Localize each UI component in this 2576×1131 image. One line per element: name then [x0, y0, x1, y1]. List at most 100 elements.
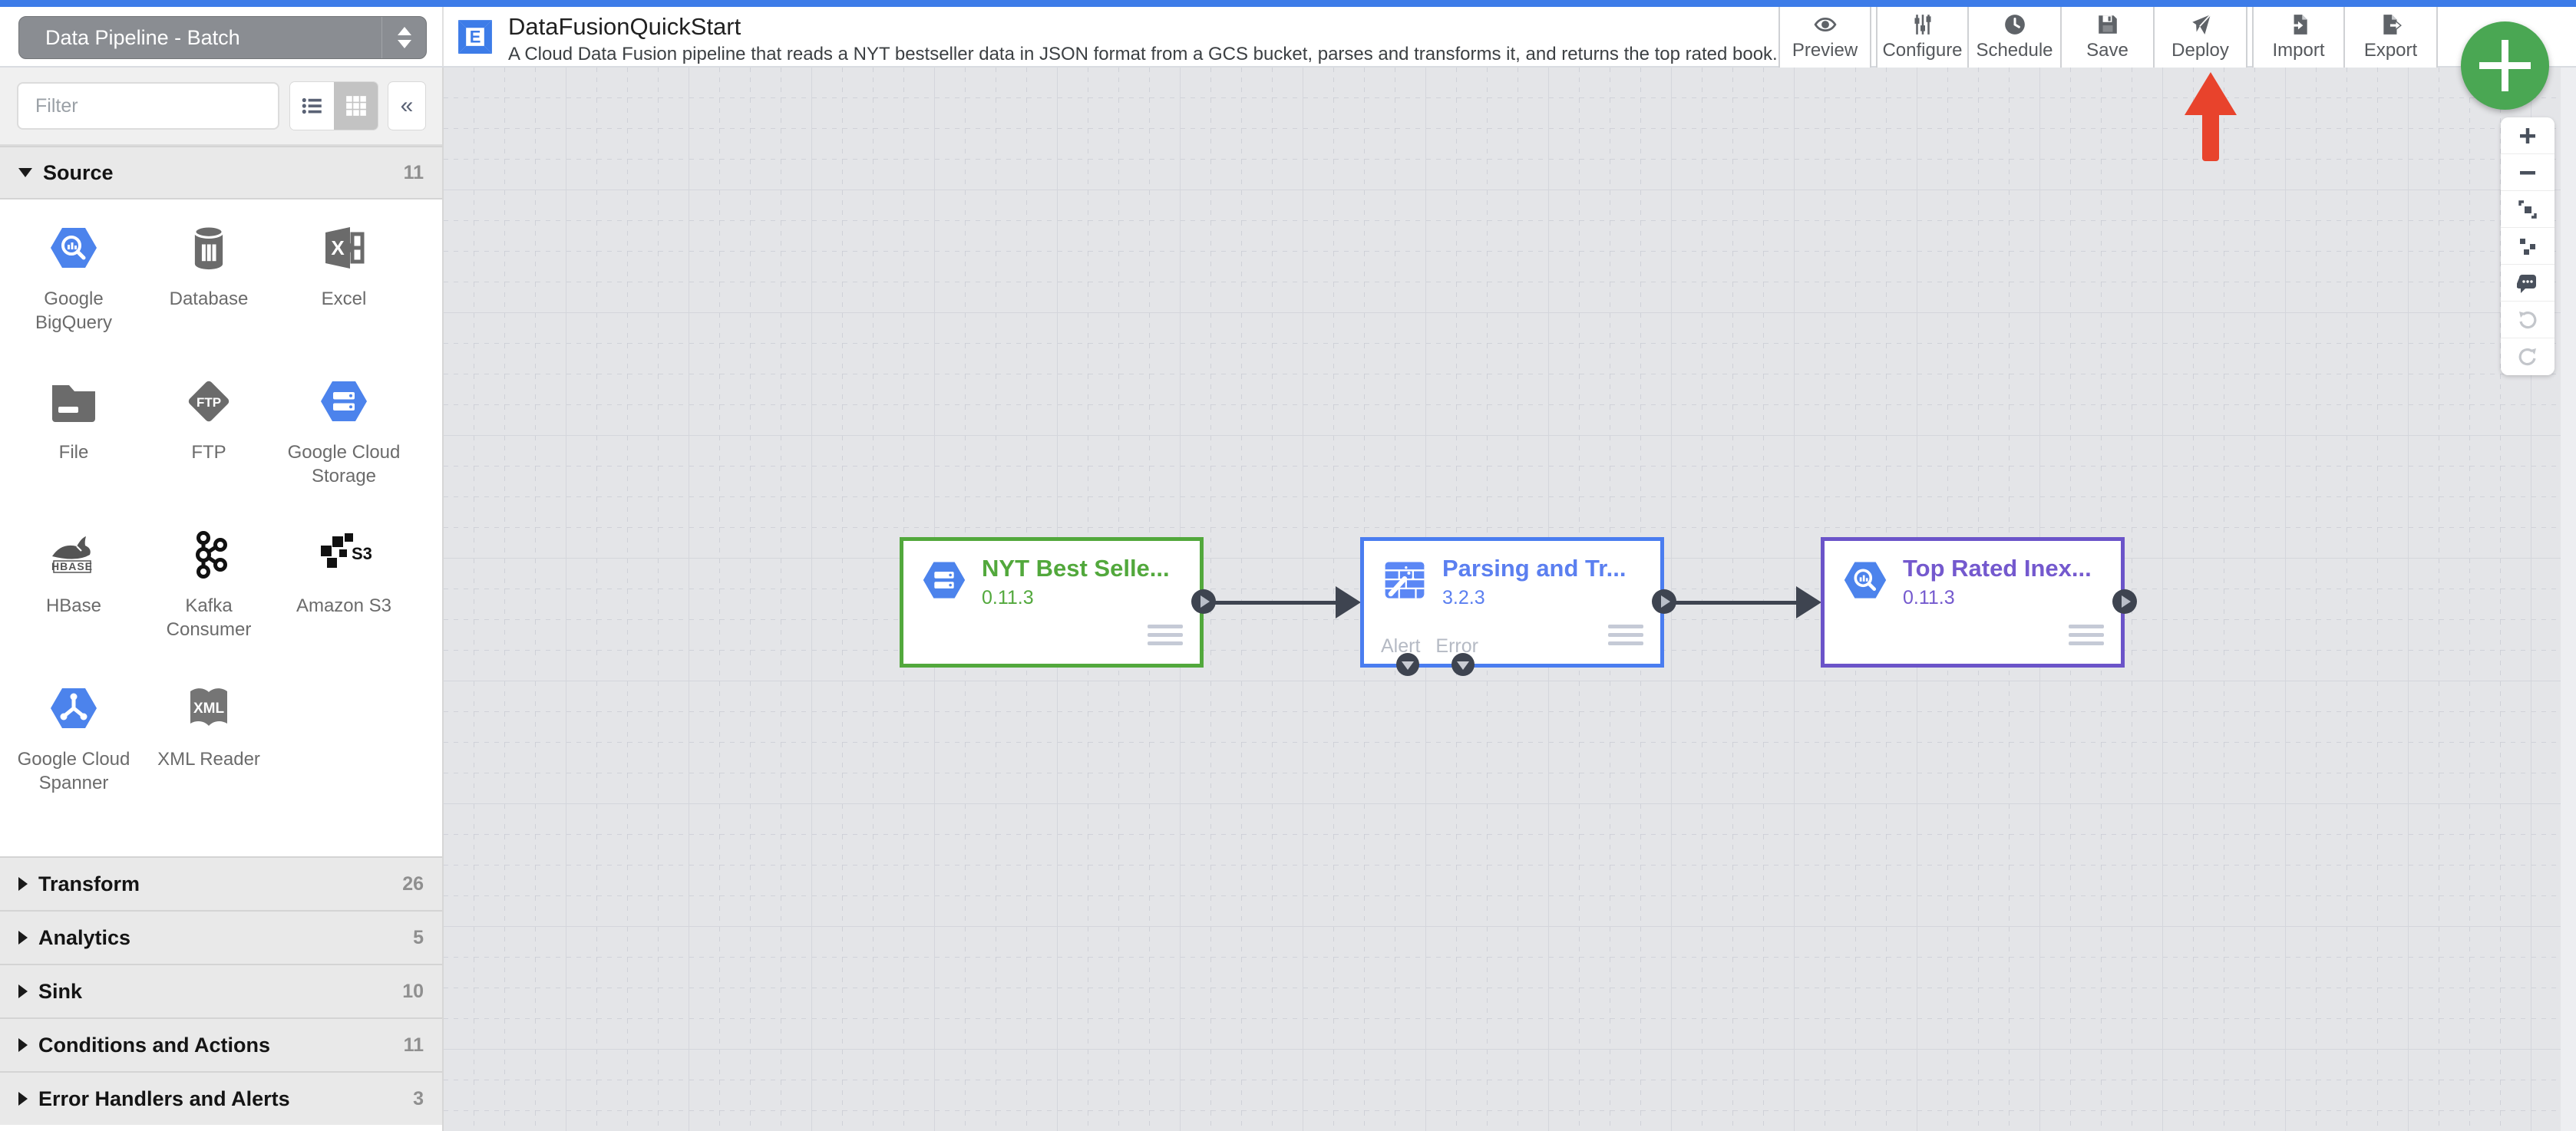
svg-text:HBASE: HBASE: [51, 560, 93, 572]
canvas-scrollbar[interactable]: [2561, 68, 2576, 1131]
plugin-google-cloud-spanner[interactable]: Google Cloud Spanner: [6, 680, 141, 833]
connection-line-2: [1672, 601, 1798, 605]
canvas-controls: [2501, 117, 2555, 375]
redo-icon: [2518, 348, 2536, 366]
align-nodes-button[interactable]: [2501, 228, 2555, 265]
connection-arrowhead-2: [1796, 586, 1821, 618]
node-version: 0.11.3: [982, 587, 1034, 608]
svg-text:S3: S3: [352, 544, 372, 563]
section-conditions-and-actions[interactable]: Conditions and Actions 11: [0, 1017, 442, 1071]
plugin-google-bigquery[interactable]: Google BigQuery: [6, 219, 141, 373]
node-nyt-best-sellers[interactable]: NYT Best Selle... 0.11.3: [900, 537, 1216, 668]
connection-line-1: [1211, 601, 1338, 605]
caret-right-icon: [18, 1092, 28, 1106]
node-menu-icon[interactable]: [2069, 625, 2104, 650]
excel-icon: X: [325, 227, 365, 269]
database-icon: [193, 225, 224, 270]
zoom-in-icon: [2520, 127, 2535, 143]
header: Data Pipeline - Batch E DataFusionQuickS…: [0, 7, 2576, 68]
top-accent-bar: [0, 0, 2576, 7]
fit-to-screen-button[interactable]: [2501, 191, 2555, 228]
deploy-button[interactable]: Deploy: [2155, 7, 2247, 68]
section-source[interactable]: Source 11: [0, 146, 442, 199]
pipeline-canvas[interactable]: NYT Best Selle... 0.11.3 Parsing and Tr.…: [444, 68, 2576, 1131]
node-top-rated-inexpensive[interactable]: Top Rated Inex... 0.11.3: [1821, 537, 2137, 668]
undo-icon: [2519, 311, 2537, 328]
save-button[interactable]: Save: [2062, 7, 2155, 68]
sliders-icon: [1914, 15, 1930, 35]
node-menu-icon[interactable]: [1148, 625, 1183, 650]
alert-port-label: Alert: [1381, 635, 1421, 657]
configure-button[interactable]: Configure: [1876, 7, 1969, 68]
list-view-button[interactable]: [290, 82, 334, 130]
xml-icon: XML: [190, 688, 227, 726]
output-port[interactable]: [1652, 589, 1676, 614]
zoom-out-icon: [2520, 170, 2535, 174]
alert-port[interactable]: [1396, 653, 1419, 676]
zoom-in-button[interactable]: [2501, 117, 2555, 154]
page-title: DataFusionQuickStart: [508, 13, 741, 40]
node-title: Parsing and Tr...: [1442, 555, 1627, 582]
plugin-hbase[interactable]: HBASE HBase: [6, 526, 141, 680]
plugin-file[interactable]: File: [6, 373, 141, 526]
collapse-panel-icon: «: [400, 93, 414, 118]
plugin-database[interactable]: Database: [141, 219, 276, 373]
plugin-ftp[interactable]: FTP FTP: [141, 373, 276, 526]
section-error-handlers-and-alerts[interactable]: Error Handlers and Alerts 3: [0, 1071, 442, 1125]
node-version: 3.2.3: [1442, 587, 1485, 608]
svg-text:X: X: [331, 236, 345, 259]
undo-button[interactable]: [2501, 302, 2555, 338]
connection-arrowhead-1: [1336, 586, 1361, 618]
caret-right-icon: [18, 1038, 28, 1052]
plugin-xml-reader[interactable]: XML XML Reader: [141, 680, 276, 833]
plugin-google-cloud-storage[interactable]: Google Cloud Storage: [276, 373, 411, 526]
plugin-excel[interactable]: X Excel: [276, 219, 411, 373]
canvas-grid: [444, 68, 2576, 1131]
eye-icon: [1813, 17, 1837, 32]
import-button[interactable]: Import: [2252, 7, 2345, 68]
node-menu-icon[interactable]: [1608, 625, 1643, 650]
floppy-icon: [2098, 15, 2117, 34]
comment-button[interactable]: [2501, 265, 2555, 302]
caret-down-icon: [18, 168, 32, 177]
add-entity-fab[interactable]: [2461, 21, 2549, 110]
node-parsing-and-transform[interactable]: Parsing and Tr... 3.2.3 Alert Error: [1360, 537, 1676, 676]
section-count: 11: [403, 1034, 424, 1056]
pipeline-type-label: Data Pipeline - Batch: [45, 25, 240, 49]
plugin-sidebar: « Source 11 Google BigQuery Database: [0, 68, 444, 1131]
section-analytics[interactable]: Analytics 5: [0, 910, 442, 964]
deploy-annotation-arrow: [2185, 72, 2237, 161]
comment-icon: [2517, 274, 2536, 293]
preview-button[interactable]: Preview: [1778, 7, 1871, 68]
clock-icon: [2004, 15, 2025, 35]
output-port[interactable]: [1191, 589, 1216, 614]
section-count: 26: [402, 872, 424, 895]
section-count: 5: [413, 926, 424, 948]
section-sink[interactable]: Sink 10: [0, 964, 442, 1017]
caret-right-icon: [18, 877, 28, 891]
node-title: Top Rated Inex...: [1903, 555, 2092, 582]
plugin-amazon-s3[interactable]: S3 Amazon S3: [276, 526, 411, 680]
node-port-labels: Alert Error: [1381, 635, 1478, 658]
error-port[interactable]: [1451, 653, 1475, 676]
align-nodes-icon: [2520, 238, 2535, 255]
ftp-icon: FTP: [188, 381, 230, 422]
header-left-panel: Data Pipeline - Batch: [0, 7, 444, 66]
output-port[interactable]: [2112, 589, 2137, 614]
grid-view-button[interactable]: [334, 82, 378, 130]
spanner-icon: [51, 688, 97, 728]
collapse-sidebar-button[interactable]: «: [388, 82, 425, 130]
grid-view-icon: [345, 96, 366, 116]
plugin-kafka-consumer[interactable]: Kafka Consumer: [141, 526, 276, 680]
folder-icon: [52, 385, 95, 422]
list-view-icon: [302, 97, 322, 114]
s3-icon: S3: [321, 533, 372, 568]
zoom-out-button[interactable]: [2501, 154, 2555, 191]
schedule-button[interactable]: Schedule: [1969, 7, 2062, 68]
section-transform[interactable]: Transform 26: [0, 856, 442, 910]
pipeline-type-select[interactable]: Data Pipeline - Batch: [18, 16, 427, 59]
export-button[interactable]: Export: [2345, 7, 2438, 68]
redo-button[interactable]: [2501, 338, 2555, 375]
filter-input[interactable]: [17, 82, 279, 130]
paper-plane-icon: [2191, 14, 2211, 35]
